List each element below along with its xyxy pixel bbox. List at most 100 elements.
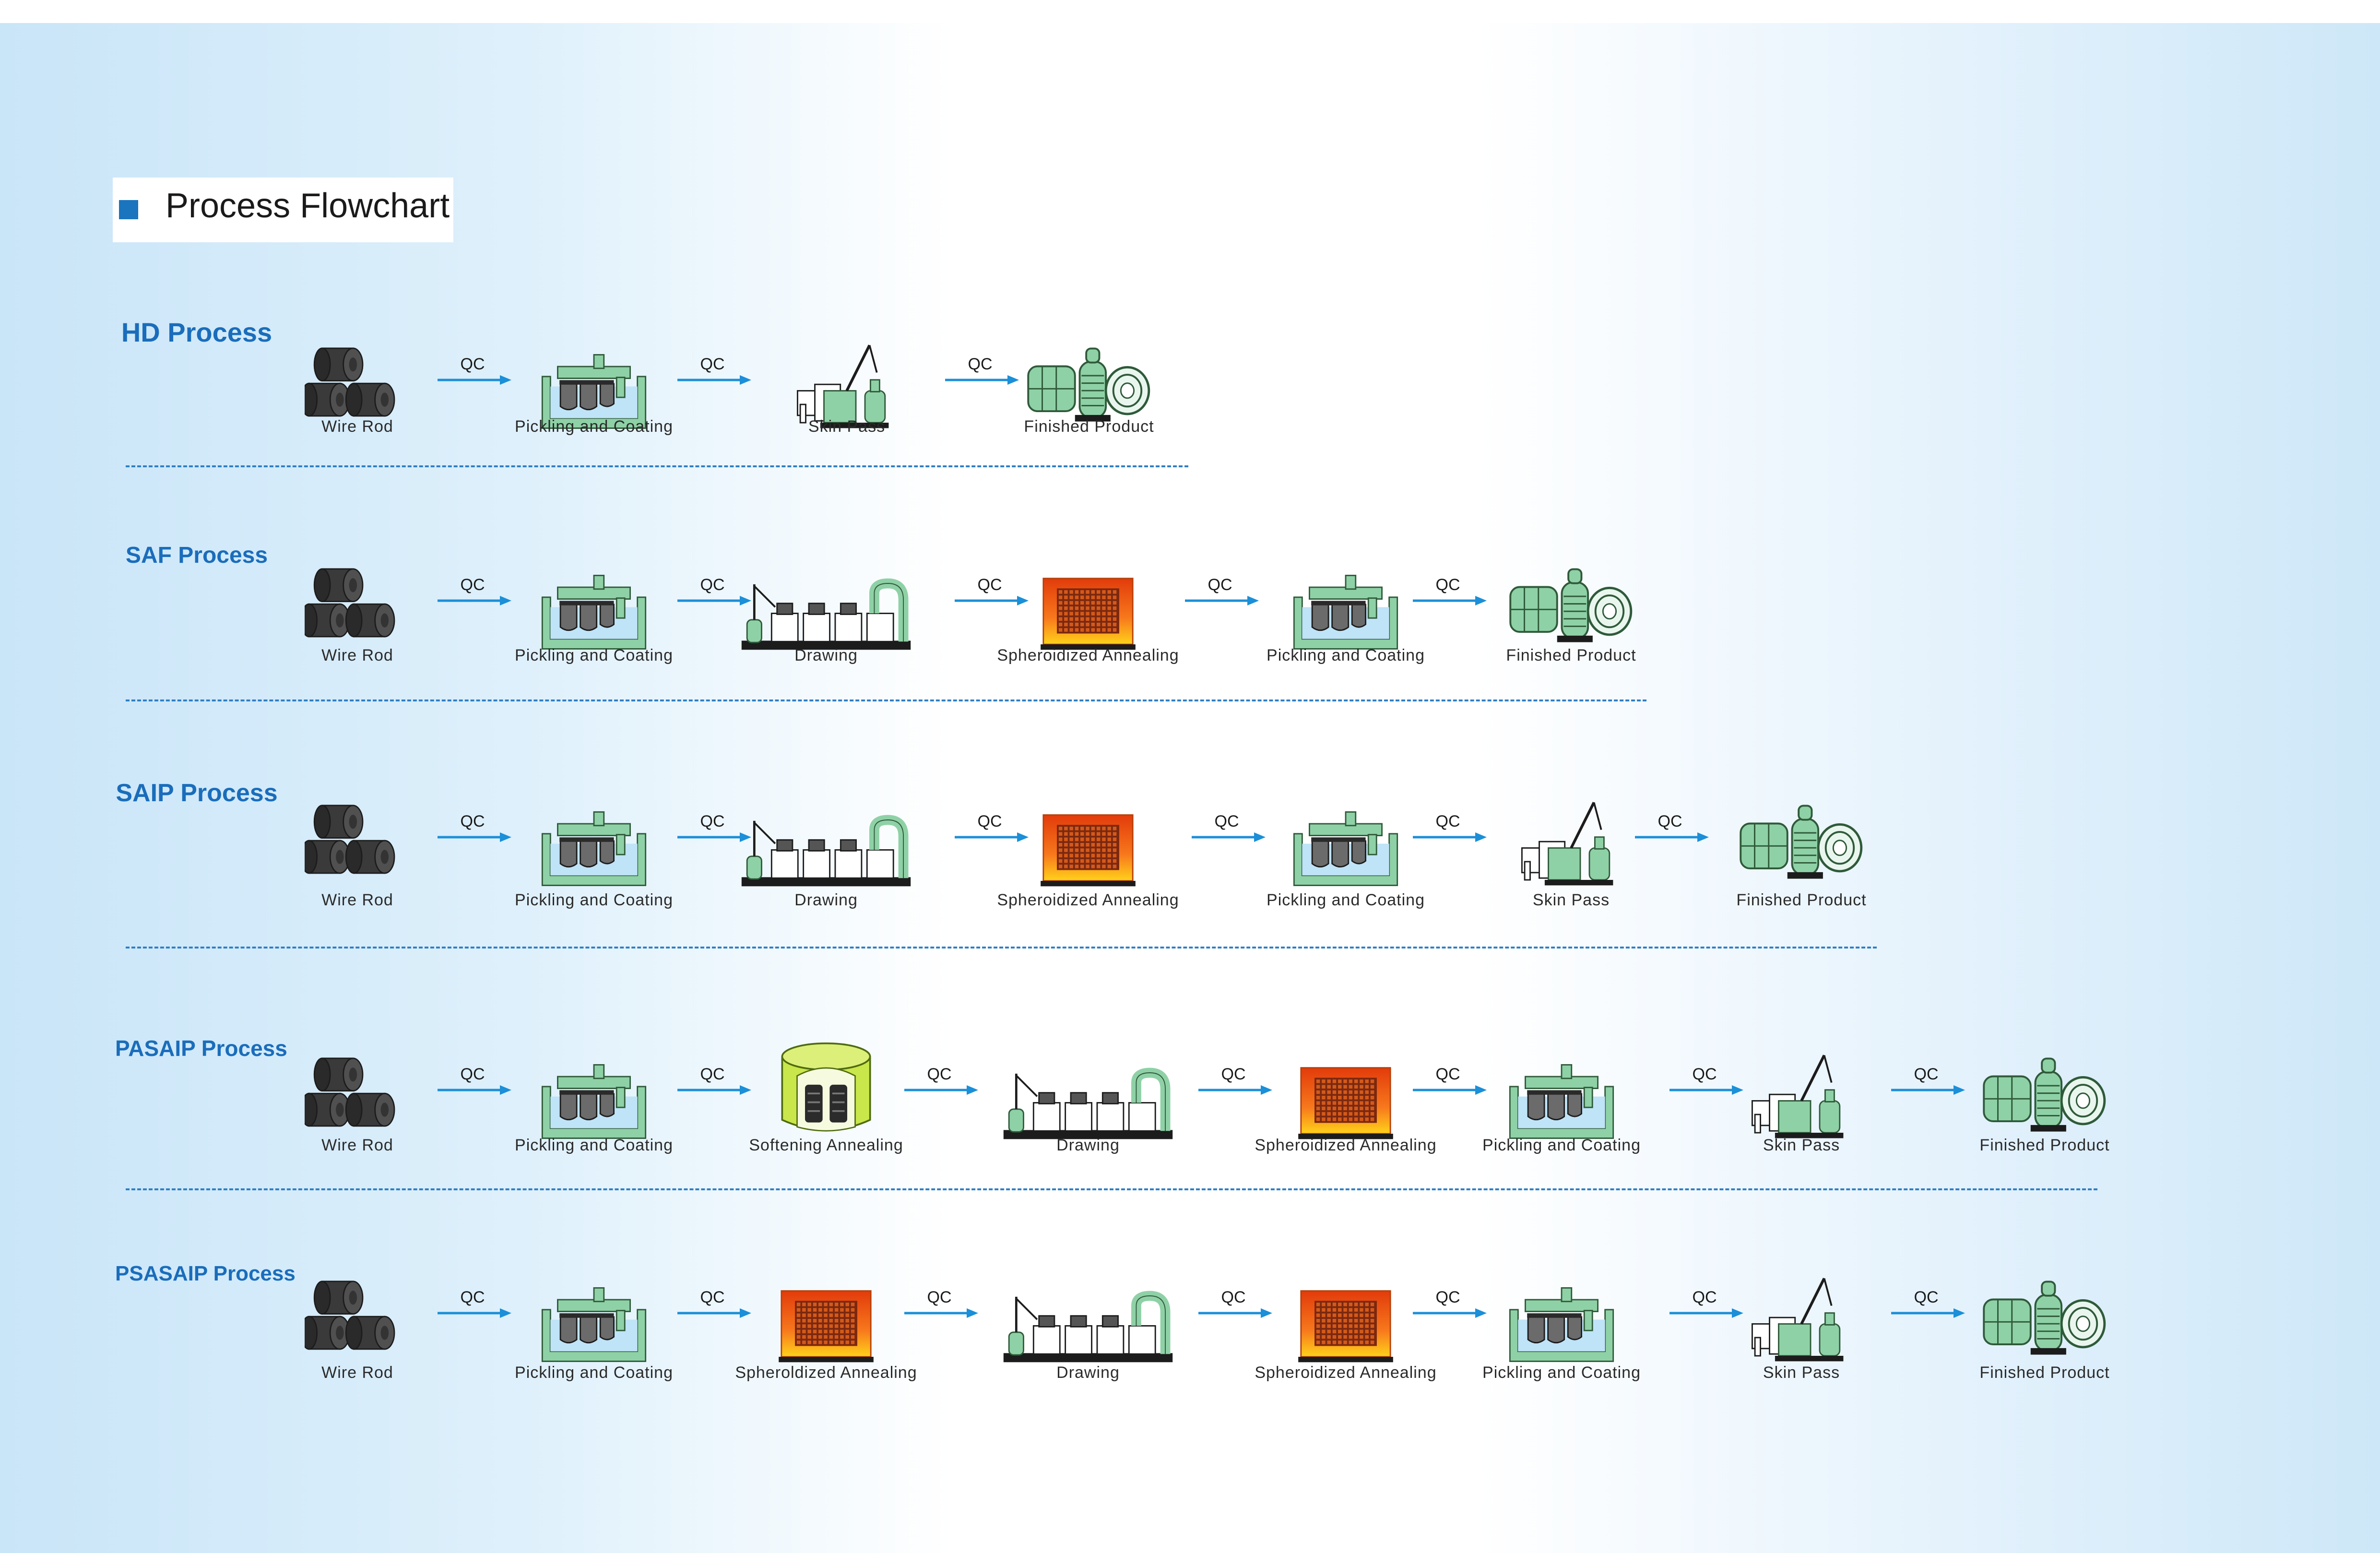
skin-pass-icon: [1751, 1051, 1852, 1142]
step-label: Pickling and Coating: [1482, 1136, 1641, 1154]
arrow-right-icon: [1891, 1085, 1965, 1095]
step-label: Drawing: [794, 646, 858, 664]
qc-arrow: QC: [676, 355, 758, 385]
qc-label: QC: [460, 1065, 485, 1083]
wire-rod-icon: [300, 341, 410, 432]
finished-product-icon: [1977, 1271, 2112, 1365]
qc-arrow: QC: [903, 1065, 985, 1095]
row-divider: [126, 1188, 2097, 1190]
arrow-right-icon: [677, 596, 751, 605]
step-label: Skin Pass: [1532, 891, 1610, 909]
top-strip: [0, 0, 2380, 23]
arrow-right-icon: [1891, 1308, 1965, 1318]
process-title: SAF Process: [125, 543, 268, 568]
qc-label: QC: [1435, 1065, 1460, 1083]
qc-label: QC: [1435, 1288, 1460, 1306]
qc-arrow: QC: [1412, 1065, 1493, 1095]
arrow-right-icon: [1670, 1085, 1743, 1095]
step-label: Pickling and Coating: [1267, 891, 1425, 909]
qc-arrow: QC: [954, 576, 1035, 605]
qc-label: QC: [1658, 812, 1682, 830]
qc-arrow: QC: [676, 1065, 758, 1095]
drawing-icon: [1002, 1286, 1174, 1365]
qc-label: QC: [1435, 812, 1460, 830]
qc-arrow: QC: [1191, 812, 1272, 842]
process-title: HD Process: [121, 317, 272, 347]
qc-label: QC: [977, 812, 1002, 830]
step-label: Finished Product: [1979, 1363, 2110, 1382]
step-label: Finished Product: [1024, 417, 1154, 436]
step-label: Drawing: [1056, 1136, 1120, 1154]
step-label: Wire Rod: [321, 1363, 393, 1382]
process-title: PASAIP Process: [115, 1036, 287, 1061]
arrow-right-icon: [438, 1308, 511, 1318]
arrow-right-icon: [904, 1308, 978, 1318]
skin-pass-icon: [796, 341, 897, 432]
arrow-right-icon: [1670, 1308, 1743, 1318]
step-label: Finished Product: [1736, 891, 1867, 909]
qc-label: QC: [1692, 1065, 1717, 1083]
qc-label: QC: [1208, 576, 1232, 594]
qc-label: QC: [1214, 812, 1239, 830]
qc-arrow: QC: [1669, 1065, 1750, 1095]
arrow-right-icon: [677, 1308, 751, 1318]
qc-arrow: QC: [1412, 812, 1493, 842]
step-label: Finished Product: [1506, 646, 1636, 664]
qc-label: QC: [968, 355, 993, 373]
arrow-right-icon: [1198, 1085, 1272, 1095]
arrow-right-icon: [955, 832, 1029, 842]
arrow-right-icon: [1185, 596, 1259, 605]
pickling-icon: [1506, 1060, 1617, 1142]
step-label: Wire Rod: [321, 417, 393, 436]
arrow-right-icon: [438, 832, 511, 842]
finished-product-icon: [1977, 1048, 2112, 1142]
step-label: Drawing: [1056, 1363, 1120, 1382]
qc-arrow: QC: [1412, 576, 1493, 605]
qc-arrow: QC: [437, 1288, 518, 1318]
step-label: Pickling and Coating: [515, 646, 673, 664]
qc-label: QC: [700, 1288, 725, 1306]
annealing-icon: [778, 1288, 874, 1365]
softening-annealing-icon: [773, 1031, 879, 1142]
qc-label: QC: [1914, 1288, 1939, 1306]
step-label: Wire Rod: [321, 891, 393, 909]
qc-label: QC: [1435, 576, 1460, 594]
qc-arrow: QC: [903, 1288, 985, 1318]
drawing-icon: [740, 573, 912, 652]
finished-product-icon: [1022, 338, 1156, 432]
step-label: Pickling and Coating: [515, 891, 673, 909]
step-label: Spheroidized Annealing: [1255, 1363, 1437, 1382]
arrow-right-icon: [677, 1085, 751, 1095]
step-label: Drawing: [794, 891, 858, 909]
drawing-icon: [740, 810, 912, 889]
process-title: SAIP Process: [116, 779, 278, 807]
arrow-right-icon: [1413, 596, 1487, 605]
annealing-icon: [1040, 812, 1136, 889]
pickling-icon: [539, 571, 649, 652]
arrow-right-icon: [1413, 1308, 1487, 1318]
qc-label: QC: [1221, 1065, 1246, 1083]
qc-arrow: QC: [1890, 1065, 1972, 1095]
annealing-icon: [1298, 1288, 1394, 1365]
qc-arrow: QC: [1669, 1288, 1750, 1318]
arrow-right-icon: [1192, 832, 1266, 842]
arrow-right-icon: [438, 596, 511, 605]
qc-arrow: QC: [1412, 1288, 1493, 1318]
step-label: Wire Rod: [321, 1136, 393, 1154]
step-label: Spheroidized Annealing: [1255, 1136, 1437, 1154]
qc-arrow: QC: [1634, 812, 1716, 842]
wire-rod-icon: [300, 798, 410, 889]
step-label: Spheroidized Annealing: [997, 646, 1179, 664]
arrow-right-icon: [1413, 832, 1487, 842]
step-label: Skin Pass: [1763, 1136, 1840, 1154]
skin-pass-icon: [1751, 1274, 1852, 1365]
qc-arrow: QC: [1197, 1288, 1279, 1318]
pickling-icon: [539, 807, 649, 889]
step-label: Wire Rod: [321, 646, 393, 664]
qc-arrow: QC: [944, 355, 1026, 385]
qc-label: QC: [700, 355, 725, 373]
arrow-right-icon: [904, 1085, 978, 1095]
arrow-right-icon: [945, 375, 1019, 385]
annealing-icon: [1040, 576, 1136, 652]
step-label: Pickling and Coating: [1267, 646, 1425, 664]
